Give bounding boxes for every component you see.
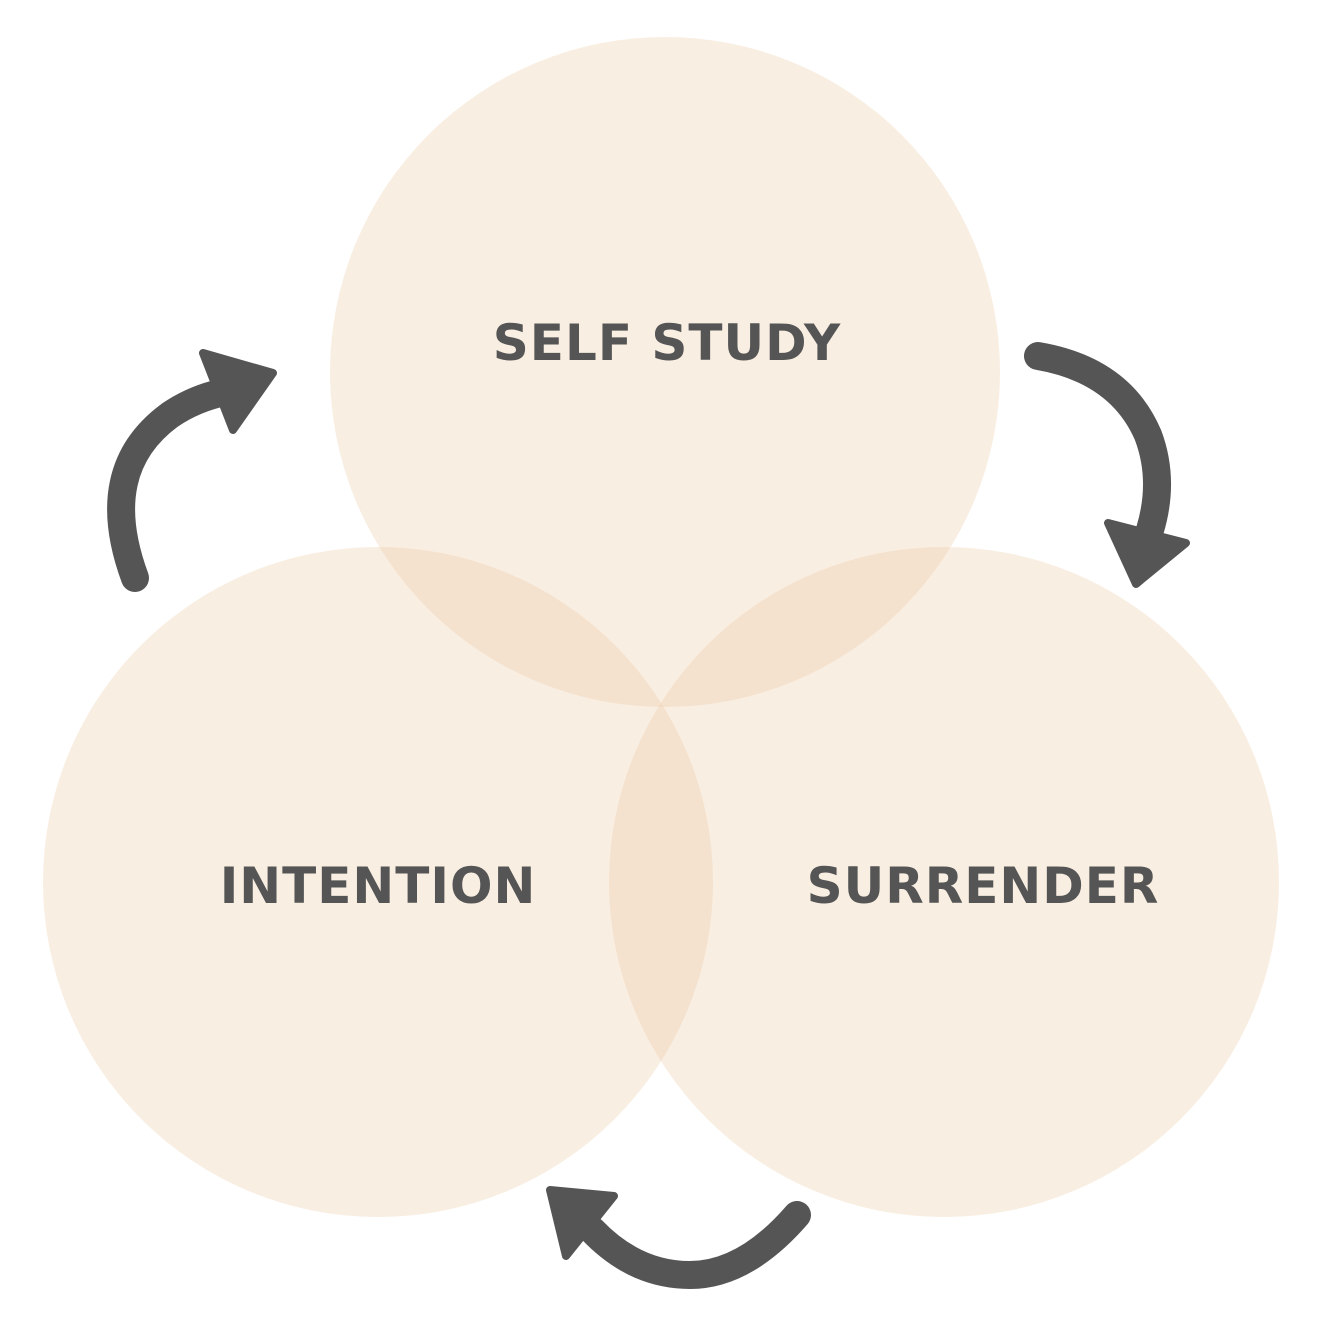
circle-self-study	[330, 37, 1000, 707]
label-intention: INTENTION	[220, 857, 537, 915]
arrow-self-study-to-surrender	[1024, 342, 1190, 588]
label-self-study: SELF STUDY	[493, 314, 841, 372]
arrow-surrender-to-intention	[546, 1186, 811, 1290]
arrow-intention-to-self-study	[107, 349, 277, 592]
circle-surrender	[609, 547, 1279, 1217]
label-surrender: SURRENDER	[807, 857, 1160, 915]
circle-intention	[43, 547, 713, 1217]
